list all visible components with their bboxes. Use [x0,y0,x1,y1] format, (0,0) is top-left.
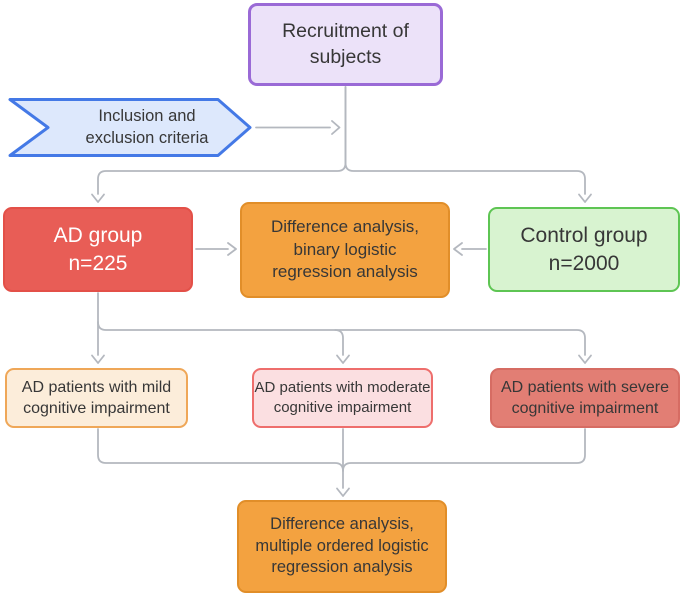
edge-binary-right-arrowhead [453,242,463,256]
node-control-group: Control group n=2000 [488,207,680,292]
edge-mild-arrowhead [91,354,105,364]
criteria-banner-shape [8,98,252,157]
edge-moderate-arrowhead [336,354,350,364]
node-ordered-analysis: Difference analysis, multiple ordered lo… [237,500,447,593]
edge-banner-arrowhead [331,120,341,135]
edge-recruitment-to-control [344,86,586,195]
node-criteria-banner-label: Inclusion and exclusion criteria [85,106,209,147]
node-binary-analysis: Difference analysis, binary logistic reg… [240,202,450,298]
edge-severe-to-ordered [342,428,586,472]
edge-mild-to-ordered [97,428,344,472]
edge-ad-to-severe [97,321,586,356]
edge-ordered-arrowhead [336,487,350,497]
node-severe-group: AD patients with severe cognitive impair… [490,368,680,428]
edge-ad-to-moderate [334,329,344,356]
edge-binary-left-arrowhead [227,242,237,256]
node-ad-group: AD group n=225 [3,207,193,292]
node-recruitment: Recruitment of subjects [248,3,443,86]
edge-severe-arrowhead [578,354,592,364]
edge-ad-arrowhead [91,193,105,203]
edge-control-arrowhead [578,193,592,203]
node-moderate-group: AD patients with moderate cognitive impa… [252,368,433,428]
node-mild-group: AD patients with mild cognitive impairme… [5,368,188,428]
